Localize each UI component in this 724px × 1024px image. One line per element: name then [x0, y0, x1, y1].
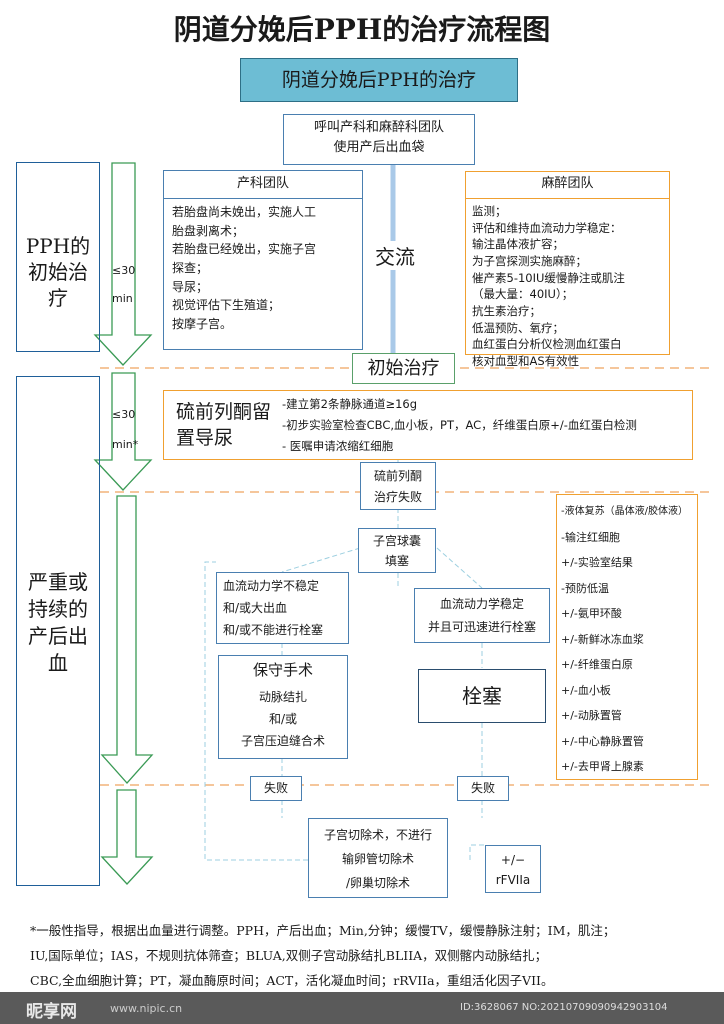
supportive-item: -输注红细胞 — [561, 530, 620, 544]
supportive-item: +/-实验室结果 — [561, 556, 633, 569]
anesthesia-line: 评估和维持血流动力学稳定： — [472, 220, 622, 235]
watermark-site: 昵享网 — [26, 1002, 77, 1022]
embolization-label: 栓塞 — [462, 684, 502, 708]
anesthesia-team-box: 麻醉团队 监测； 评估和维持血流动力学稳定： 输注晶体液扩容； 为子宫探测实施麻… — [465, 171, 670, 368]
time-value: ≤30 — [112, 264, 136, 277]
fail-box-left: 失败 — [250, 776, 302, 801]
time-value: ≤30 — [112, 408, 136, 421]
label-initial-treatment: PPH的初始治疗 — [16, 162, 100, 352]
anesthesia-line: 血红蛋白分析仪检测血红蛋白 — [472, 337, 622, 352]
initial-treatment-label: 初始治疗 — [367, 358, 440, 379]
balloon-box: 子宫球囊 填塞 — [358, 528, 436, 573]
watermark-bar: 昵享网 www.nipic.cn ID:3628067 NO:202107090… — [0, 992, 724, 1024]
hysterectomy-line: 子宫切除术，不进行 — [323, 828, 432, 842]
unstable-line: 血流动力学不稳定 — [223, 579, 320, 593]
anesthesia-line: 监测； — [472, 203, 507, 218]
supportive-item: +/-新鲜冰冻血浆 — [561, 632, 644, 646]
communicate-label: 交流 — [375, 241, 415, 270]
anesthesia-line: 输注晶体液扩容； — [472, 237, 564, 252]
supportive-item: -液体复苏（晶体液/胶体液） — [561, 506, 688, 517]
anesthesia-line: 低温预防、氧疗； — [472, 320, 564, 335]
footnotes: *一般性指导，根据出血量进行调整。PPH，产后出血；Min,分钟；缓慢TV，缓慢… — [30, 918, 710, 993]
conservative-line: 和/或 — [268, 712, 298, 726]
rfviia-line: rFVIIa — [495, 873, 531, 887]
supportive-item: +/-中心静脉置管 — [561, 734, 644, 748]
call-team-line: 使用产后出血袋 — [333, 140, 425, 156]
main-banner: 阴道分娩后PPH的治疗 — [240, 58, 518, 102]
time-unit: min* — [112, 438, 139, 451]
supportive-item: +/-纤维蛋白原 — [561, 658, 633, 671]
unstable-line: 和/或大出血 — [223, 601, 288, 615]
supportive-item: -预防低温 — [561, 581, 609, 595]
sulprostone-fail-box: 硫前列酮 治疗失败 — [360, 462, 436, 510]
watermark-id: ID:3628067 NO:20210709090942903104 — [460, 1002, 668, 1013]
sulprostone-fail-line: 硫前列酮 — [373, 469, 422, 483]
anesthesia-line: 核对血型和AS有效性 — [472, 353, 580, 368]
obstetric-line: 视觉评估下生殖道； — [172, 298, 281, 313]
fail-label: 失败 — [263, 781, 288, 795]
supportive-item: +/-去甲肾上腺素 — [561, 760, 644, 773]
call-team-line: 呼叫产科和麻醉科团队 — [313, 120, 444, 135]
call-team-box: 呼叫产科和麻醉科团队 使用产后出血袋 — [283, 114, 475, 165]
footnote-line: CBC,全血细胞计算；PT，凝血酶原时间；ACT，活化凝血时间；rRVIIa，重… — [30, 973, 554, 988]
supportive-measures-list: -液体复苏（晶体液/胶体液） -输注红细胞 +/-实验室结果 -预防低温 +/-… — [556, 494, 698, 780]
obstetric-line: 导尿； — [172, 279, 209, 294]
obstetric-line: 探查； — [172, 260, 209, 275]
time-severe: ≤30 min* — [112, 400, 142, 460]
obstetric-team-header: 产科团队 — [164, 174, 362, 200]
anesthesia-line: 为子宫探测实施麻醉； — [472, 253, 587, 268]
footnote-line: IU,国际单位；IAS，不规则抗体筛查；BLUA,双侧子宫动脉结扎BLIIA，双… — [30, 948, 548, 963]
fail-box-right: 失败 — [457, 776, 509, 801]
hysterectomy-box: 子宫切除术，不进行 输卵管切除术 /卵巢切除术 — [308, 818, 448, 898]
stable-line: 并且可迅速进行栓塞 — [427, 620, 536, 634]
stable-line: 血流动力学稳定 — [439, 597, 524, 611]
obstetric-line: 若胎盘已经娩出，实施子宫 — [172, 242, 317, 257]
supportive-item: +/-氨甲环酸 — [561, 607, 622, 620]
supportive-item: +/-动脉置管 — [561, 709, 622, 722]
sulprostone-box: 硫前列酮留置导尿 -建立第2条静脉通道≥16g -初步实验室检查CBC,血小板，… — [163, 390, 693, 460]
balloon-line: 填塞 — [384, 554, 409, 568]
hysterectomy-line: 输卵管切除术 — [341, 852, 414, 866]
sulprostone-line: -建立第2条静脉通道≥16g — [282, 397, 418, 411]
footnote-line: *一般性指导，根据出血量进行调整。PPH，产后出血；Min,分钟；缓慢TV，缓慢… — [30, 923, 616, 938]
fail-label: 失败 — [470, 781, 495, 795]
initial-treatment-box: 初始治疗 — [352, 353, 455, 384]
label-severe-text: 严重或持续的产后出血 — [28, 570, 88, 675]
unstable-box: 血流动力学不稳定 和/或大出血 和/或不能进行栓塞 — [216, 572, 349, 644]
sulprostone-line: -初步实验室检查CBC,血小板，PT，AC，纤维蛋白原+/-血红蛋白检测 — [282, 418, 637, 432]
obstetric-line: 胎盘剥离术； — [172, 223, 245, 238]
obstetric-line: 按摩子宫。 — [172, 316, 233, 331]
anesthesia-team-header: 麻醉团队 — [466, 175, 669, 199]
rfviia-box: +/− rFVIIa — [485, 845, 541, 893]
balloon-line: 子宫球囊 — [372, 534, 421, 548]
stable-box: 血流动力学稳定 并且可迅速进行栓塞 — [414, 588, 550, 643]
anesthesia-line: 催产素5-10IU缓慢静注或肌注 — [472, 270, 625, 285]
unstable-line: 和/或不能进行栓塞 — [223, 623, 324, 637]
sulprostone-label: 硫前列酮留置导尿 — [176, 401, 272, 449]
conservative-header: 保守手术 — [252, 661, 313, 679]
rfviia-line: +/− — [500, 853, 526, 867]
sulprostone-line: - 医嘱申请浓缩红细胞 — [282, 439, 394, 453]
time-initial: ≤30 min — [112, 257, 136, 313]
label-initial-text: PPH的初始治疗 — [25, 234, 91, 310]
sulprostone-details: -建立第2条静脉通道≥16g -初步实验室检查CBC,血小板，PT，AC，纤维蛋… — [282, 394, 692, 457]
obstetric-line: 若胎盘尚未娩出，实施人工 — [172, 205, 317, 220]
anesthesia-line: （最大量：40IU）； — [472, 287, 574, 302]
time-unit: min — [112, 292, 133, 305]
obstetric-team-box: 产科团队 若胎盘尚未娩出，实施人工 胎盘剥离术； 若胎盘已经娩出，实施子宫 探查… — [163, 170, 363, 350]
hysterectomy-line: /卵巢切除术 — [345, 876, 411, 890]
sulprostone-fail-line: 治疗失败 — [373, 490, 422, 504]
conservative-line: 动脉结扎 — [258, 690, 307, 704]
label-severe-pph: 严重或持续的产后出血 — [16, 376, 100, 886]
watermark-url: www.nipic.cn — [110, 1002, 183, 1015]
anesthesia-line: 抗生素治疗； — [472, 303, 541, 318]
conservative-surgery-box: 保守手术 动脉结扎 和/或 子宫压迫缝合术 — [218, 655, 348, 759]
page-title: 阴道分娩后PPH的治疗流程图 — [173, 13, 551, 46]
conservative-line: 子宫压迫缝合术 — [240, 734, 325, 748]
supportive-item: +/-血小板 — [561, 683, 611, 697]
embolization-box: 栓塞 — [418, 669, 546, 723]
